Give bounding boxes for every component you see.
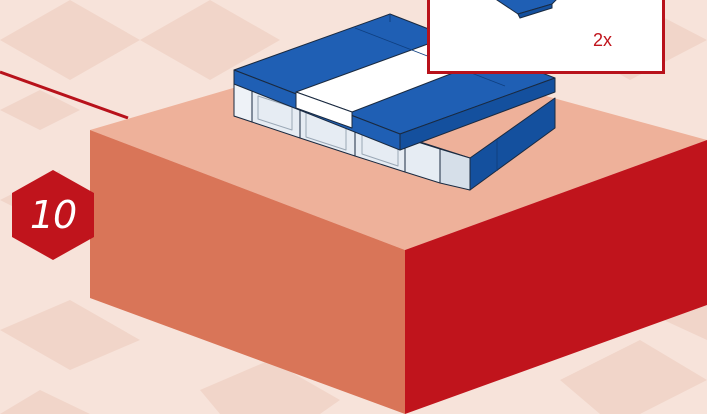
step-badge: 10 — [12, 170, 94, 260]
step-number: 10 — [29, 193, 77, 237]
callout-brick-icon — [496, 0, 557, 19]
hexagon-step-badge-icon — [12, 170, 94, 260]
callout-leader-line — [0, 70, 129, 120]
quantity-label: 2x — [593, 30, 613, 50]
callout-box — [427, 0, 665, 74]
